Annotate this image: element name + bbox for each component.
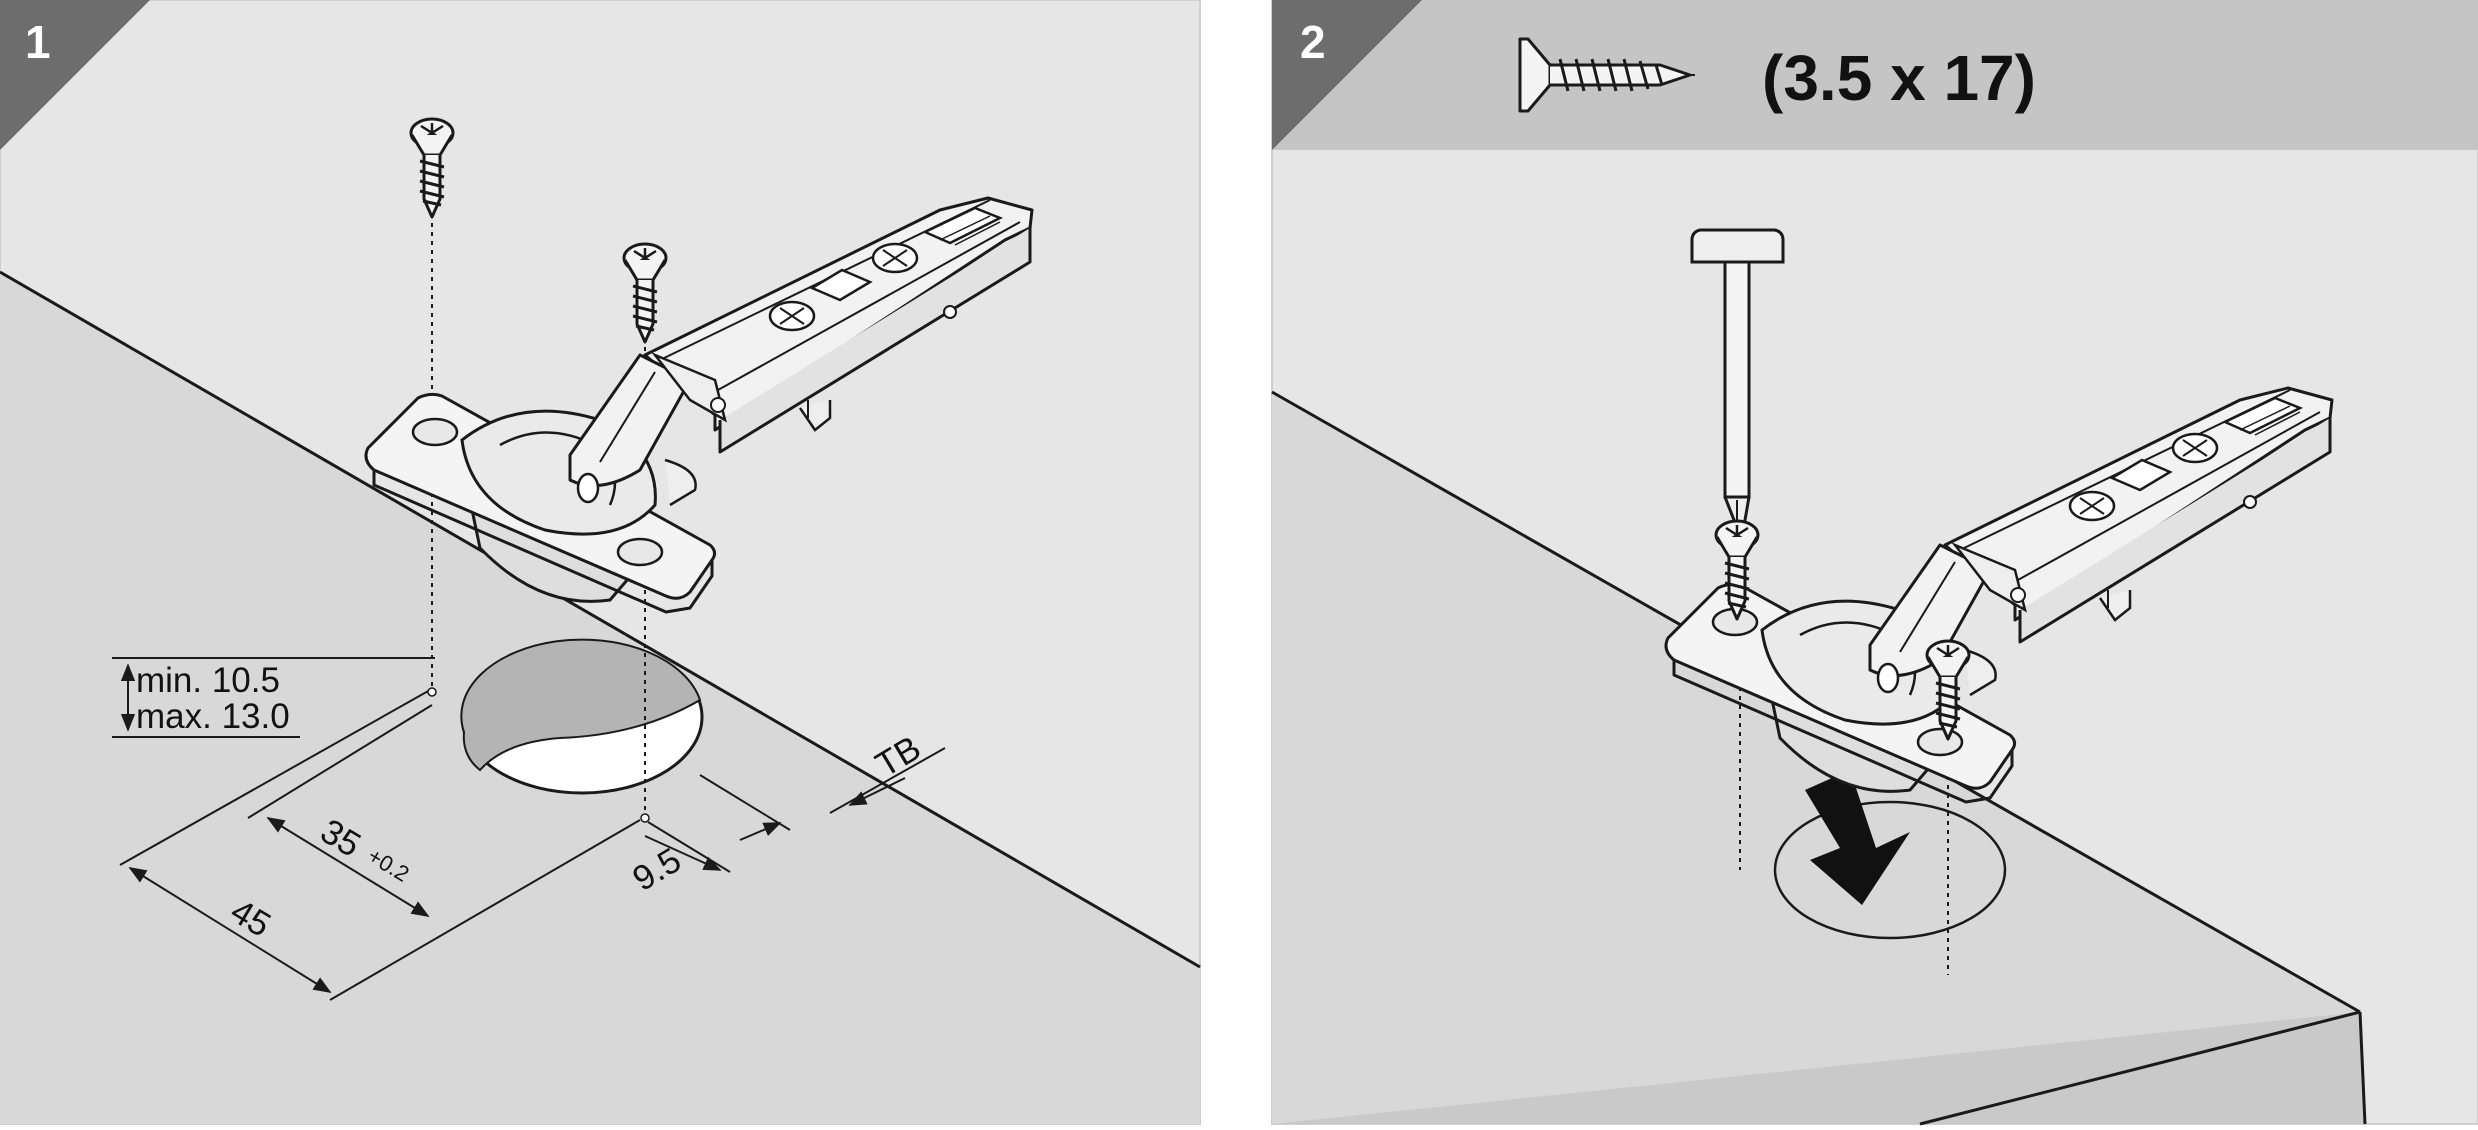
press-direction-arrow-icon [1805, 770, 1910, 905]
step-1-corner-tab [0, 0, 150, 150]
step-1-number: 1 [25, 16, 51, 68]
board-edge-line [0, 270, 1201, 969]
screw-spec-icon [1518, 37, 1695, 113]
panel-2-board-front [1272, 1012, 2365, 1124]
label-max-depth: max. 13.0 [136, 697, 290, 736]
screw-point-mark [640, 813, 650, 823]
cup-hole-outline [1773, 800, 2007, 940]
screwdriver-icon [1690, 228, 1785, 537]
panel-step-1: 1 min. 10.5 m [0, 0, 1201, 1125]
screw-point-mark [427, 687, 437, 697]
panel-step-2: 2 (3.5 x 17) [1271, 0, 2478, 1126]
step-2-corner-tab [1272, 0, 1422, 150]
label-min-depth: min. 10.5 [136, 661, 280, 700]
panel-2-header-band [1272, 0, 2478, 150]
dimension-lines [112, 657, 946, 1001]
screw-spec-label: (3.5 x 17) [1762, 42, 2036, 114]
step-2-number: 2 [1300, 16, 1326, 68]
cup-hole [460, 638, 704, 795]
